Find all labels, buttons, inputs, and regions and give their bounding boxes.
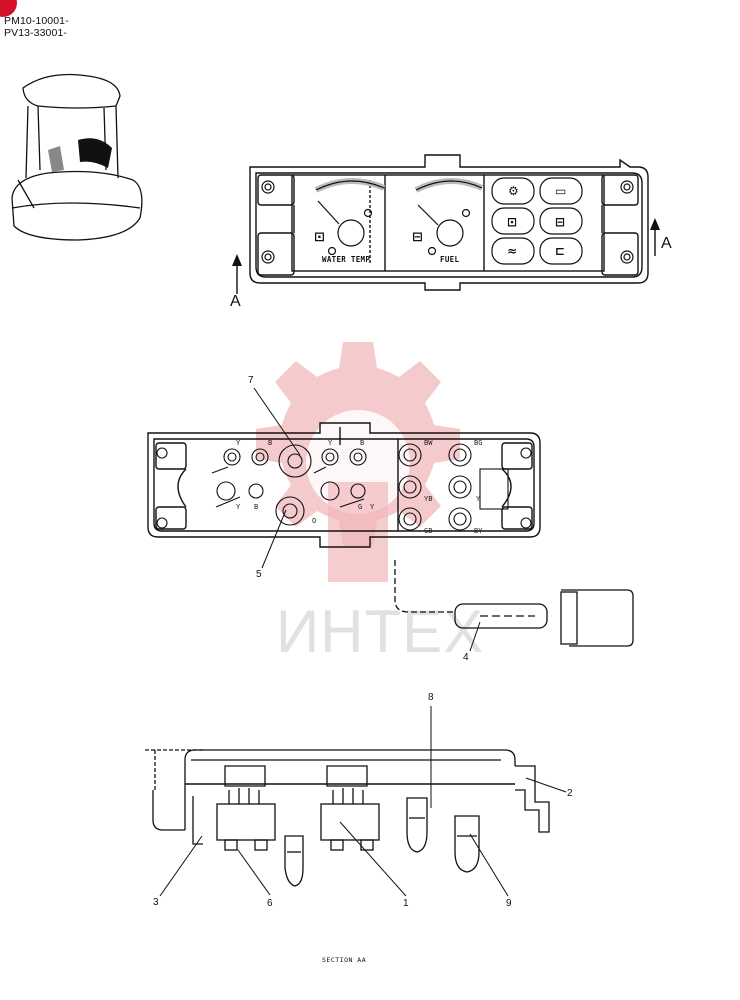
fuel-label: FUEL: [440, 255, 460, 264]
callout-8: 8: [428, 692, 434, 703]
callout-3: 3: [153, 897, 159, 908]
serial-number-2: PV13-33001-: [4, 27, 67, 39]
serial-number-1: PM10-10001-: [4, 15, 69, 27]
callout-7: 7: [248, 375, 254, 386]
svg-text:≈: ≈: [507, 244, 517, 258]
gauge-panel-top-view: ⚙ ▭ ⊡ ⊟ ≈ ⊏ ⊡ ⊟: [249, 154, 649, 291]
callout-4: 4: [463, 652, 469, 663]
watermark-gear: [256, 342, 460, 582]
wire-label: BG: [474, 439, 483, 447]
section-label-left: A: [230, 293, 241, 310]
wire-label: B: [268, 439, 273, 447]
wire-label: Y: [370, 503, 375, 511]
svg-text:⊡: ⊡: [507, 215, 517, 229]
svg-text:⊡: ⊡: [314, 230, 325, 245]
wire-label: O: [312, 517, 317, 525]
wire-label: G: [358, 503, 363, 511]
section-caption: SECTION AA: [322, 956, 367, 964]
section-arrow-left: [232, 254, 242, 294]
machine-thumbnail: [11, 73, 143, 241]
harness-connector: [394, 560, 634, 647]
wire-label: Y: [328, 439, 333, 447]
wire-label: B: [360, 439, 365, 447]
water-temp-label: WATER TEMP: [322, 255, 371, 264]
callout-1: 1: [403, 898, 409, 909]
svg-text:⊏: ⊏: [555, 244, 565, 258]
wire-label: GB: [424, 527, 433, 535]
svg-text:⊟: ⊟: [555, 215, 565, 229]
wire-label: Y: [236, 503, 241, 511]
svg-text:⊟: ⊟: [412, 230, 423, 245]
section-arrow-right: [650, 218, 660, 256]
section-aa-view: [145, 749, 550, 887]
wire-label: BW: [424, 439, 433, 447]
callout-6: 6: [267, 898, 273, 909]
wire-label: Y: [236, 439, 241, 447]
callout-9: 9: [506, 898, 512, 909]
callout-5: 5: [256, 569, 262, 580]
corner-badge: [0, 0, 17, 17]
section-label-right: A: [661, 235, 672, 252]
callout-2: 2: [567, 788, 573, 799]
svg-text:⚙: ⚙: [508, 184, 519, 198]
wire-label: BY: [474, 527, 483, 535]
wire-label: YB: [424, 495, 433, 503]
wire-label: Y: [476, 495, 481, 503]
svg-text:▭: ▭: [555, 184, 566, 198]
gauge-panel-rear-view: [147, 422, 541, 548]
wire-label: B: [254, 503, 259, 511]
